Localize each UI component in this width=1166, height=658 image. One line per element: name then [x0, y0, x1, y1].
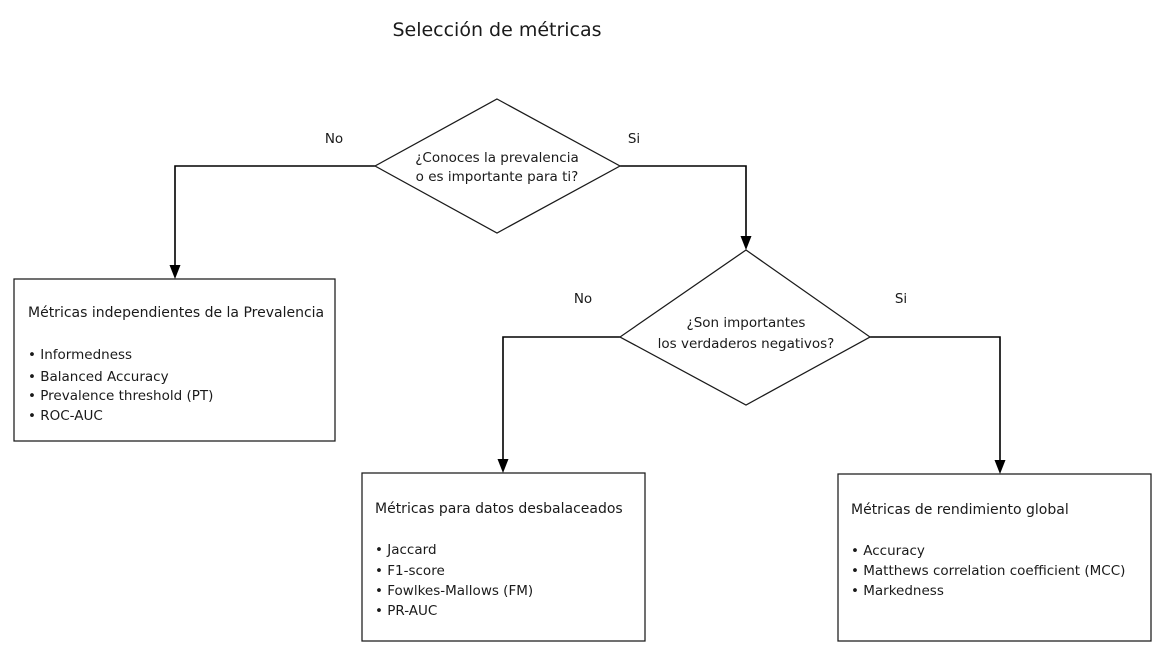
box2-bullet-0: • Jaccard [375, 542, 437, 558]
decision-diamond-1[interactable] [373, 98, 622, 234]
result-box-prevalence-independent[interactable]: Métricas independientes de la Prevalenci… [13, 278, 336, 442]
box1-title: Métricas independientes de la Prevalenci… [28, 305, 324, 321]
edge-d2-si-to-global-box [870, 336, 1001, 466]
decision1-line2: o es importante para ti? [416, 169, 579, 185]
arrow-head-icon-decision2 [740, 236, 752, 250]
box1-bullet-3: • ROC-AUC [28, 408, 103, 424]
edge-label-d2-no: No [574, 291, 592, 307]
page-title: Selección de métricas [392, 19, 601, 41]
decision2-line2: los verdaderos negativos? [658, 336, 835, 352]
box1-bullet-1: • Balanced Accuracy [28, 369, 169, 385]
box-outline-prevalence-independent[interactable] [13, 278, 336, 442]
box3-title: Métricas de rendimiento global [851, 502, 1069, 518]
box2-bullet-3: • PR-AUC [375, 603, 437, 619]
edge-label-d1-si: Si [628, 131, 640, 147]
arrow-head-icon-imbalanced-box [497, 459, 509, 473]
decision2-line1: ¿Son importantes [687, 315, 806, 331]
edge-label-d1-no: No [325, 131, 343, 147]
arrow-head-icon-global-box [994, 460, 1006, 474]
decision-node-true-negatives[interactable]: ¿Son importantes los verdaderos negativo… [618, 249, 872, 406]
box3-bullet-2: • Markedness [851, 583, 944, 599]
decision-diamond-2[interactable] [618, 249, 872, 406]
box3-bullet-1: • Matthews correlation coefficient (MCC) [851, 563, 1125, 579]
box2-bullet-2: • Fowlkes-Mallows (FM) [375, 583, 533, 599]
result-box-global-performance[interactable]: Métricas de rendimiento global • Accurac… [837, 473, 1152, 642]
box1-bullet-0: • Informedness [28, 347, 132, 363]
connector-group [169, 165, 1006, 474]
decision1-line1: ¿Conoces la prevalencia [415, 150, 578, 166]
arrow-head-icon-prevalence-box [169, 265, 181, 279]
box1-bullet-2: • Prevalence threshold (PT) [28, 388, 213, 404]
edge-d2-no-to-imbalanced-box [502, 336, 620, 465]
box2-title: Métricas para datos desbalaceados [375, 501, 623, 517]
box-outline-imbalanced-data[interactable] [361, 472, 646, 642]
box2-bullet-1: • F1-score [375, 563, 445, 579]
edge-d1-si-to-decision2 [620, 165, 747, 242]
decision-node-prevalence[interactable]: ¿Conoces la prevalencia o es importante … [373, 98, 622, 234]
result-box-imbalanced-data[interactable]: Métricas para datos desbalaceados • Jacc… [361, 472, 646, 642]
edge-label-d2-si: Si [895, 291, 907, 307]
box3-bullet-0: • Accuracy [851, 543, 925, 559]
edge-d1-no-to-prevalence-box [174, 165, 375, 271]
box-outline-global-performance[interactable] [837, 473, 1152, 642]
